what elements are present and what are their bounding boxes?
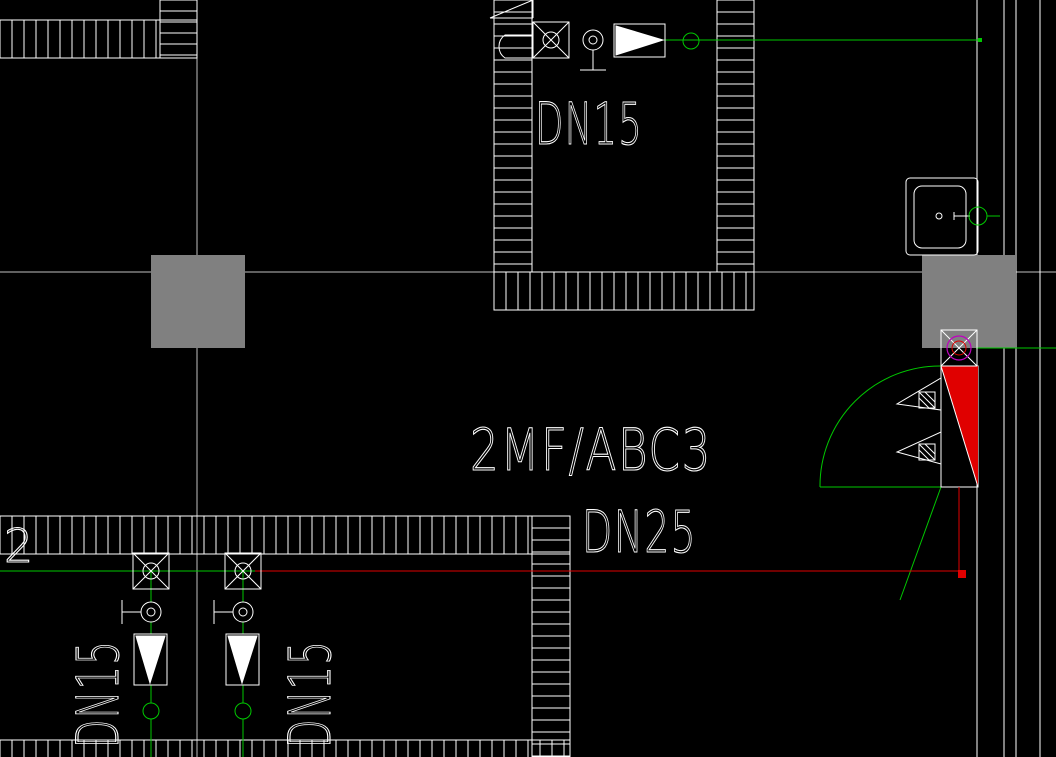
water-meter-icon	[580, 29, 606, 71]
water-meter-icon	[121, 600, 162, 624]
wash-basin-icon	[905, 177, 979, 256]
pipe-size-label-left-a: DN15	[64, 640, 132, 748]
gate-valve-icon	[224, 552, 262, 590]
column-right	[922, 255, 1016, 348]
pipe-size-label-top: DN15	[535, 90, 643, 158]
water-meter-icon	[213, 600, 254, 624]
gate-valve-icon	[132, 552, 170, 590]
hatched-wall-center-right	[716, 0, 755, 273]
top-pipe-assembly	[489, 0, 982, 71]
extinguisher-label: 2MF/ABC3	[470, 416, 712, 484]
check-valve-icon	[225, 633, 260, 686]
gate-valve-icon	[532, 21, 570, 59]
riser-valve-icon	[940, 329, 1056, 367]
hatched-wall-top-left-vertical	[159, 0, 198, 59]
faucet-icon	[489, 0, 534, 59]
grid-axis-mark: 2	[4, 519, 35, 573]
hatched-wall-lower-vertical	[531, 515, 571, 757]
fire-hydrant-cabinet-icon	[819, 365, 979, 601]
pipe-size-label-main: DN25	[582, 498, 697, 566]
right-wall	[976, 0, 1041, 757]
hatched-wall-center-bottom	[493, 271, 755, 311]
check-valve-icon	[613, 23, 666, 58]
lower-branch-pipes	[0, 552, 262, 757]
pipe-size-label-left-b: DN15	[276, 640, 344, 748]
check-valve-icon	[133, 633, 168, 686]
hatched-wall-lower	[0, 515, 571, 555]
fire-main-pipe	[255, 487, 966, 578]
column-left	[151, 255, 245, 348]
hatched-wall-top-left	[0, 19, 198, 59]
